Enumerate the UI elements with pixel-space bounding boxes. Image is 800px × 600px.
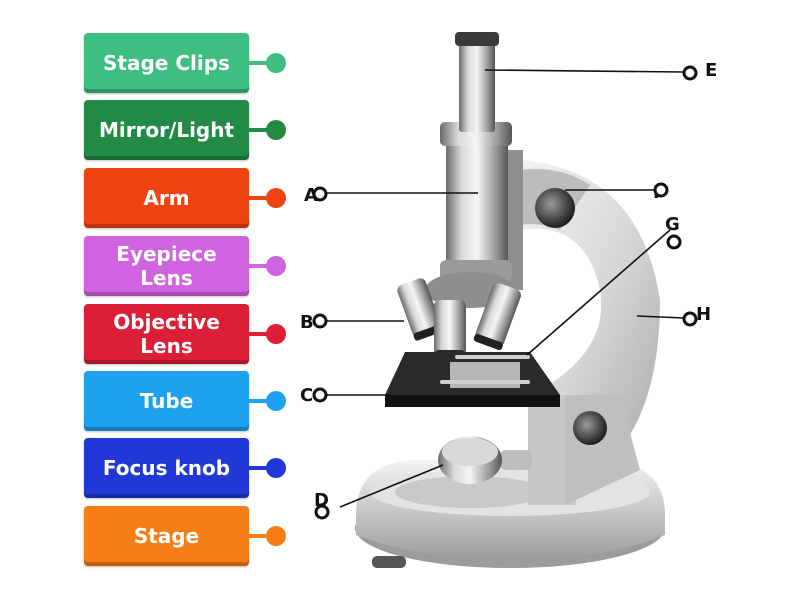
tile-stage-clips[interactable]: Stage Clips xyxy=(84,33,249,93)
tile-arm[interactable]: Arm xyxy=(84,168,249,228)
marker-letter: G xyxy=(665,214,680,235)
marker-letter: D xyxy=(314,490,329,511)
tile-connector xyxy=(249,196,269,200)
microscope-arm xyxy=(520,160,660,505)
tile-label: Focus knob xyxy=(102,456,231,480)
front-knob xyxy=(438,436,532,484)
marker-h[interactable]: H xyxy=(682,304,711,327)
tile-mirror-light[interactable]: Mirror/Light xyxy=(84,100,249,160)
tile-connector xyxy=(249,128,269,132)
tile-connector xyxy=(249,399,269,403)
tile-dot[interactable] xyxy=(266,53,286,73)
tile-label: Objective Lens xyxy=(113,310,220,358)
tile-dot[interactable] xyxy=(266,391,286,411)
tile-dot[interactable] xyxy=(266,324,286,344)
marker-d[interactable]: D xyxy=(314,490,330,520)
tile-label: Mirror/Light xyxy=(98,118,235,142)
tile-connector xyxy=(249,332,269,336)
tile-connector xyxy=(249,61,269,65)
tile-objective-lens[interactable]: Objective Lens xyxy=(84,304,249,364)
tile-dot[interactable] xyxy=(266,526,286,546)
marker-e[interactable]: E xyxy=(682,60,717,81)
microscope-stage xyxy=(385,352,560,407)
tile-connector xyxy=(249,534,269,538)
tile-tube[interactable]: Tube xyxy=(84,371,249,431)
tile-label: Stage Clips xyxy=(103,51,230,75)
tile-label: Eyepiece Lens xyxy=(116,242,217,290)
tile-dot[interactable] xyxy=(266,256,286,276)
tile-stage[interactable]: Stage xyxy=(84,506,249,566)
tile-connector xyxy=(249,264,269,268)
marker-letter: C xyxy=(300,385,313,406)
tile-dot[interactable] xyxy=(266,188,286,208)
marker-f[interactable]: F xyxy=(653,182,669,203)
marker-letter: E xyxy=(705,60,717,81)
tile-focus-knob[interactable]: Focus knob xyxy=(84,438,249,498)
objective-lenses xyxy=(397,272,521,364)
microscope-tube xyxy=(440,32,523,290)
marker-g[interactable]: G xyxy=(665,214,682,250)
tile-dot[interactable] xyxy=(266,120,286,140)
tile-connector xyxy=(249,466,269,470)
leader-lines xyxy=(326,69,685,508)
tile-dot[interactable] xyxy=(266,458,286,478)
tile-label: Tube xyxy=(139,389,194,413)
marker-c[interactable]: C xyxy=(300,385,328,406)
tile-label: Stage xyxy=(133,524,200,548)
marker-letter: B xyxy=(300,312,314,333)
marker-a[interactable]: A xyxy=(304,185,328,206)
tile-label: Arm xyxy=(143,186,190,210)
marker-letter: H xyxy=(696,304,711,325)
tile-eyepiece-lens[interactable]: Eyepiece Lens xyxy=(84,236,249,296)
marker-b[interactable]: B xyxy=(300,312,328,333)
